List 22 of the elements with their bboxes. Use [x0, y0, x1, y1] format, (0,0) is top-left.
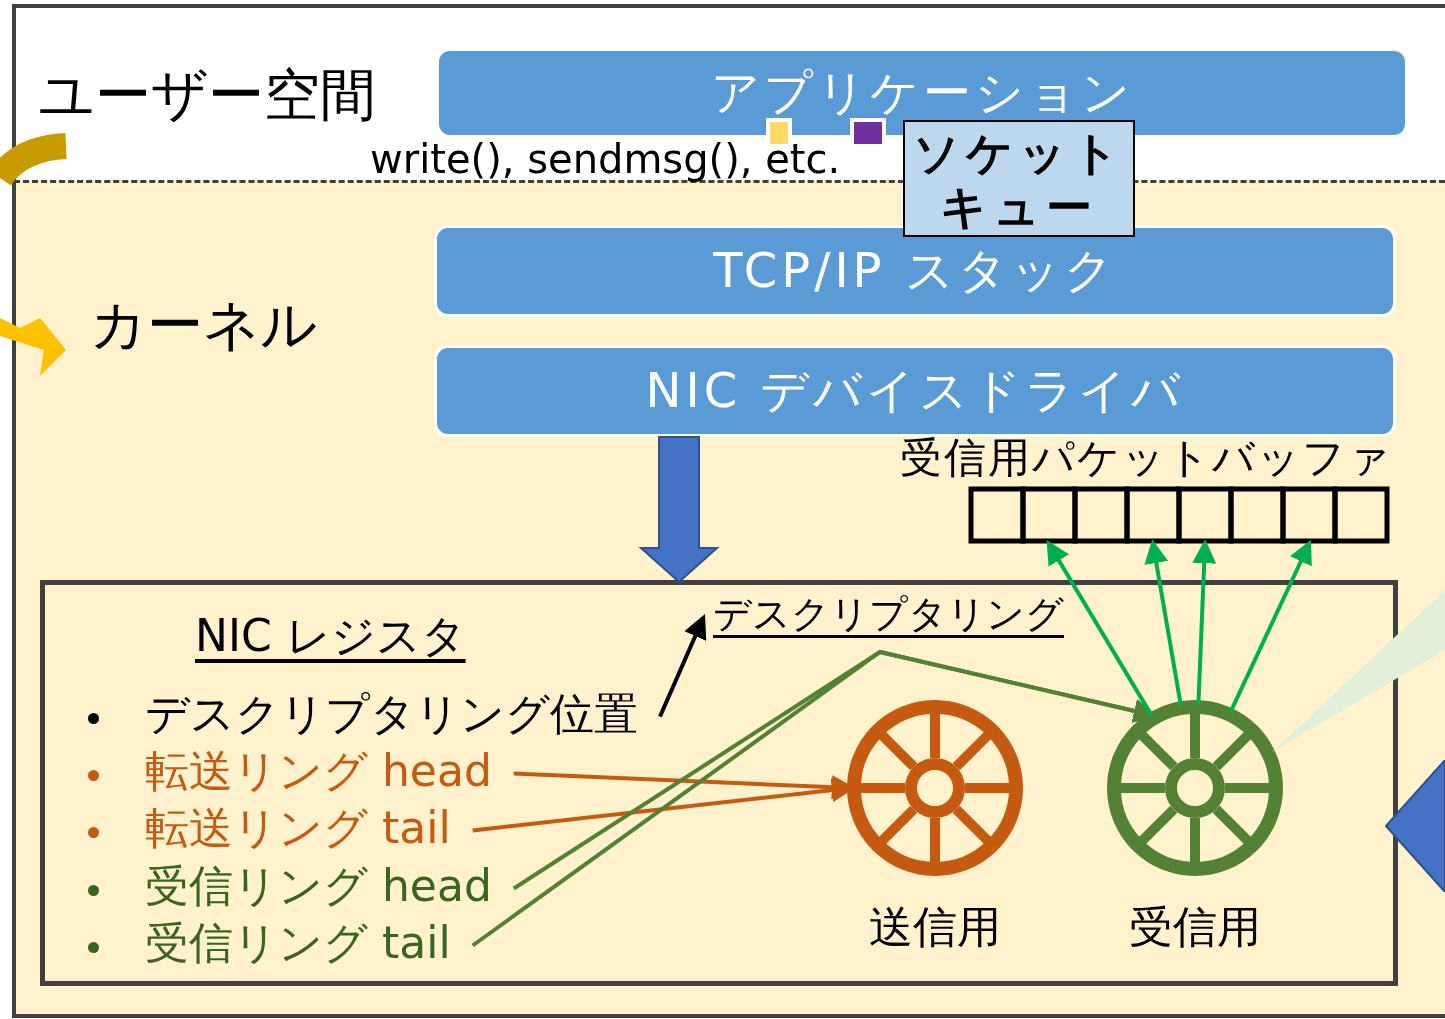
panel-heading: NIC レジスタ — [195, 609, 466, 663]
arrow — [658, 614, 707, 718]
ring-heading: デスクリプタリング — [713, 589, 1064, 640]
ring-caption: 送信用 — [868, 900, 1002, 954]
list-item: 転送リング head — [145, 742, 492, 801]
region-label: カーネル — [90, 291, 317, 359]
list-item: デスクリプタリング位置 — [145, 685, 638, 744]
register-panel — [40, 580, 1398, 986]
list-item: 転送リング tail — [145, 799, 451, 858]
arrow — [1192, 539, 1217, 705]
arrow — [1228, 539, 1312, 713]
arrow — [1144, 539, 1183, 706]
layer-box: NIC デバイスドライバ — [434, 345, 1396, 437]
ring-caption: 受信用 — [1128, 900, 1262, 954]
kernel-band — [14, 180, 1445, 1016]
queue-box: ソケットキュー — [903, 120, 1135, 237]
list-item: 受信リング head — [145, 857, 492, 916]
list-item: 受信リング tail — [145, 914, 451, 973]
function-call-label: write(), sendmsg(), etc. — [370, 136, 841, 182]
block-arrow — [638, 436, 720, 584]
region-label: ユーザー空間 — [38, 61, 376, 129]
arrow — [1046, 539, 1154, 717]
